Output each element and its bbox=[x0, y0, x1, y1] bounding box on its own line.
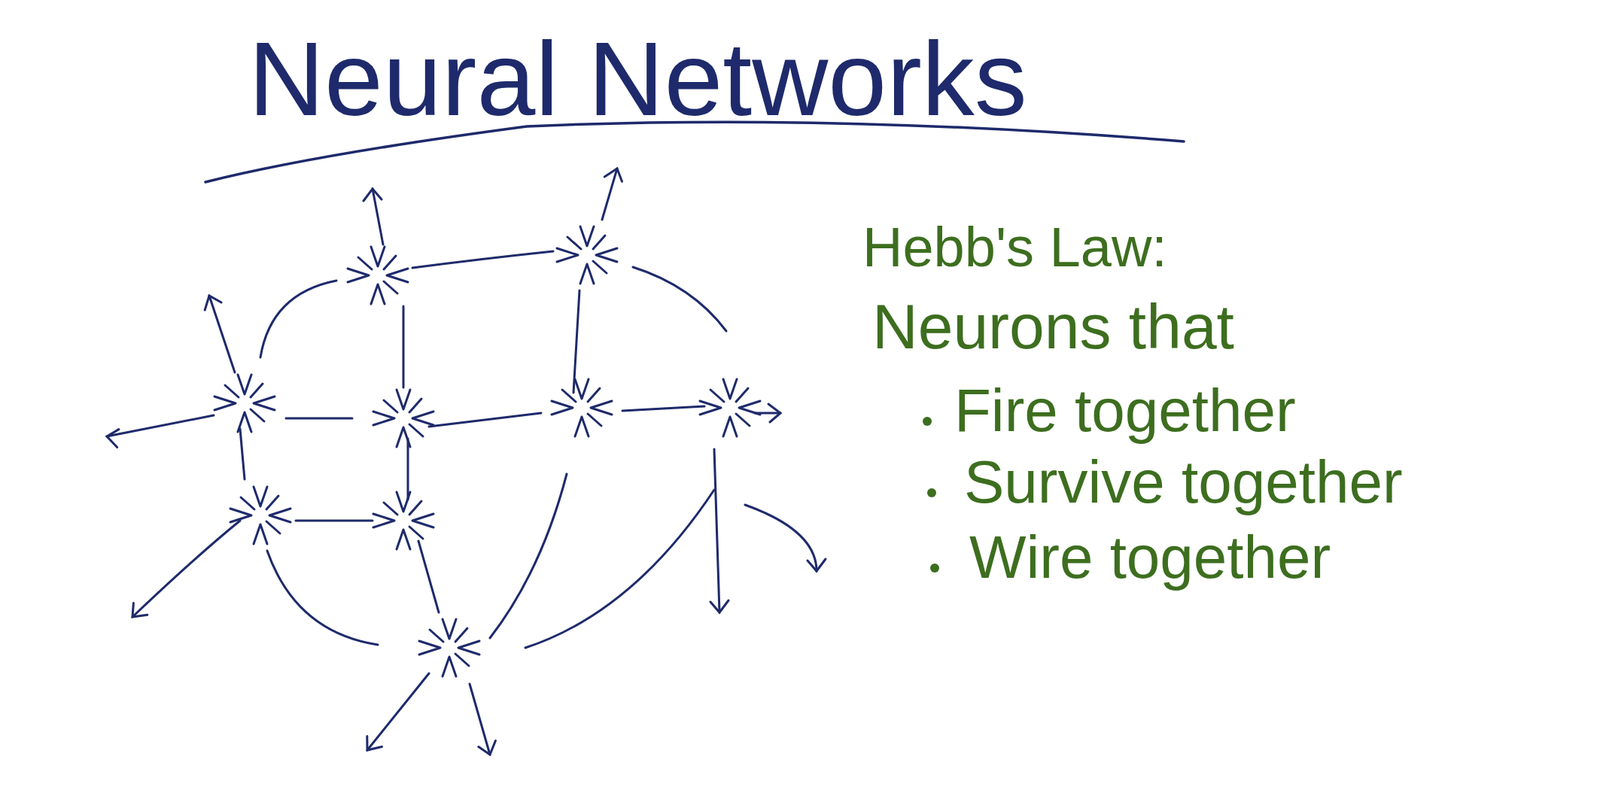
bullet-dots bbox=[922, 416, 940, 573]
neuron-links bbox=[106, 168, 817, 755]
dendrite-ends bbox=[105, 165, 826, 758]
note-text: Neurons that bbox=[872, 292, 1235, 362]
note-text: Fire together bbox=[954, 377, 1296, 445]
note-text: Wire together bbox=[969, 524, 1331, 591]
note-text: Survive together bbox=[964, 449, 1403, 516]
page-title: Neural Networks bbox=[248, 21, 1028, 137]
neuron-bodies bbox=[214, 226, 761, 677]
note-text: Hebb's Law: bbox=[862, 216, 1168, 278]
